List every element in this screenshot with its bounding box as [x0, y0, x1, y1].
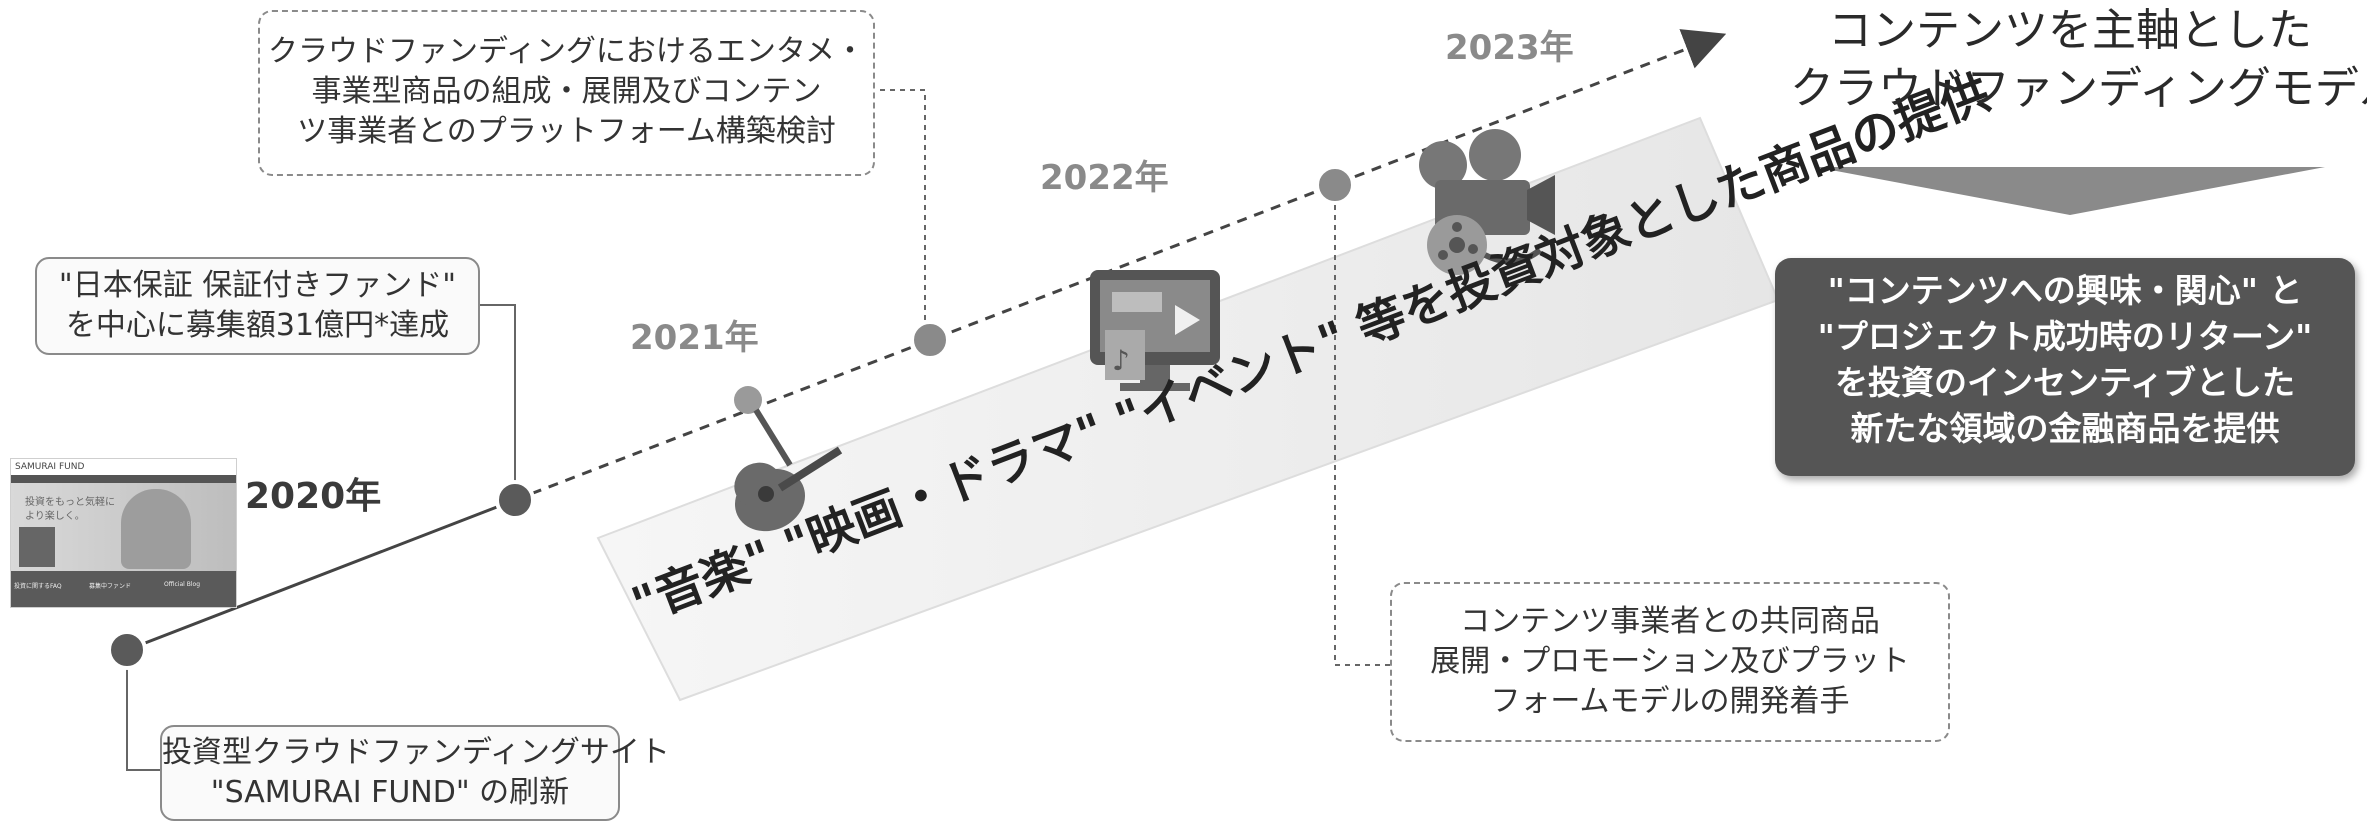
- year-2020-label: 2020年: [245, 476, 382, 517]
- headline-content-model: コンテンツを主軸とした クラウドファンディングモデルへ: [1790, 2, 2367, 118]
- monitor-media-icon: ♪: [1090, 270, 1220, 391]
- samurai-fund-logo: SAMURAI FUND: [15, 462, 85, 472]
- connector-2020: [126, 650, 160, 771]
- box-2022-line-2: 事業型商品の組成・展開及びコンテン: [311, 74, 822, 109]
- box-2021-line-2: を中心に募集額31億円*達成: [65, 308, 450, 343]
- headline-line-2: クラウドファンディングモデルへ: [1790, 63, 2367, 114]
- box-2021-fund-achievement: "日本保証 保証付きファンド" を中心に募集額31億円*達成: [35, 257, 480, 355]
- result-line-4: 新たな領域の金融商品を提供: [1850, 409, 2280, 448]
- site-hero: 投資をもっと気軽に より楽しく。: [11, 483, 236, 571]
- node-2020: [107, 630, 147, 670]
- box-2020-line-1: 投資型クラウドファンディングサイト: [162, 735, 670, 770]
- node-2023: [1315, 165, 1355, 205]
- microphone-guitar-icon: [734, 386, 843, 532]
- timeline-dashed-line: [514, 29, 1727, 502]
- box-2020-site-renewal: 投資型クラウドファンディングサイト "SAMURAI FUND" の刷新: [160, 725, 670, 821]
- year-2022-label: 2022年: [1040, 158, 1169, 198]
- site-footer-bar: 投資に関するFAQ 募集中ファンド Official Blog: [11, 571, 236, 607]
- down-arrow-shape: [1815, 167, 2325, 215]
- samurai-fund-site-thumbnail: SAMURAI FUND 投資をもっと気軽に より楽しく。 投資に関するFAQ …: [10, 458, 237, 608]
- box-2021-line-1: "日本保証 保証付きファンド": [58, 268, 457, 303]
- timeline-solid-line: [126, 498, 516, 652]
- result-line-2: "プロジェクト成功時のリターン": [1817, 317, 2313, 356]
- hero-login-box: [19, 527, 55, 567]
- footer-item-funds: 募集中ファンド: [89, 583, 132, 590]
- site-nav: [11, 475, 236, 483]
- box-2022-platform-study: クラウドファンディングにおけるエンタメ・ 事業型商品の組成・展開及びコンテン ツ…: [258, 10, 875, 176]
- box-2023-line-3: フォームモデルの開発着手: [1490, 684, 1850, 719]
- box-2022-line-1: クラウドファンディングにおけるエンタメ・: [268, 34, 865, 69]
- result-line-1: "コンテンツへの興味・関心" と: [1827, 271, 2303, 310]
- box-2023-line-1: コンテンツ事業者との共同商品: [1460, 604, 1880, 639]
- node-2022: [910, 320, 950, 360]
- box-2022-line-3: ツ事業者とのプラットフォーム構築検討: [297, 114, 836, 149]
- hero-person-image: [121, 489, 191, 569]
- connector-2022: [875, 89, 926, 340]
- year-2021-label: 2021年: [630, 318, 759, 358]
- result-box-new-financial-products: "コンテンツへの興味・関心" と "プロジェクト成功時のリターン" を投資のイン…: [1775, 258, 2355, 476]
- footer-item-blog: Official Blog: [164, 581, 201, 588]
- svg-text:♪: ♪: [1112, 344, 1130, 377]
- headline-line-1: コンテンツを主軸とした: [1828, 5, 2312, 56]
- hero-text-2: より楽しく。: [25, 511, 85, 522]
- result-line-3: を投資のインセンティブとした: [1834, 363, 2296, 402]
- node-2021: [495, 480, 535, 520]
- site-header: SAMURAI FUND: [11, 459, 236, 475]
- box-2023-joint-development: コンテンツ事業者との共同商品 展開・プロモーション及びプラット フォームモデルの…: [1390, 582, 1950, 742]
- connector-2021: [480, 304, 516, 500]
- hero-text-1: 投資をもっと気軽に: [25, 497, 115, 508]
- film-camera-icon: [1419, 129, 1555, 275]
- footer-item-faq: 投資に関するFAQ: [14, 583, 62, 590]
- box-2020-line-2: "SAMURAI FUND" の刷新: [210, 775, 570, 810]
- year-2023-label: 2023年: [1445, 28, 1574, 68]
- connector-2023: [1334, 185, 1390, 666]
- box-2023-line-2: 展開・プロモーション及びプラット: [1430, 644, 1910, 679]
